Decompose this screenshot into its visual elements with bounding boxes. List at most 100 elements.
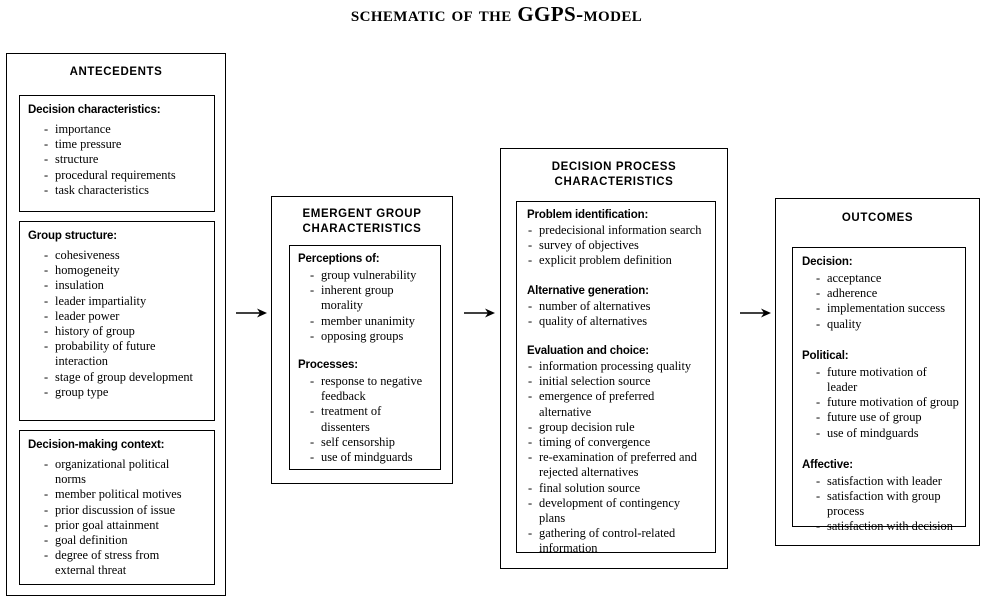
arrow-decision-process-to-outcomes bbox=[740, 306, 772, 320]
list-item: task characteristics bbox=[44, 183, 214, 198]
group-heading-decision: Decision: bbox=[802, 256, 853, 268]
list-item: satisfaction with leader bbox=[816, 474, 965, 489]
list-evaluation-and-choice: information processing quality initial s… bbox=[528, 359, 715, 557]
group-heading-political: Political: bbox=[802, 349, 849, 362]
box-group-structure: Group structure: cohesiveness homogeneit… bbox=[19, 221, 215, 421]
list-item: gathering of control-related information bbox=[528, 526, 715, 556]
group-spacer bbox=[290, 344, 440, 352]
page-title-prefix: Schematic of the bbox=[350, 2, 518, 26]
column-antecedents: ANTECEDENTS Decision characteristics: im… bbox=[6, 53, 226, 596]
column-outcomes: OUTCOMES Decision: acceptance adherence … bbox=[775, 198, 980, 546]
group-spacer bbox=[517, 329, 715, 338]
list-item: member unanimity bbox=[310, 314, 440, 329]
column-title-emergent-group-characteristics: EMERGENT GROUP CHARACTERISTICS bbox=[272, 207, 452, 237]
column-title-decision-process-characteristics: DECISION PROCESS CHARACTERISTICS bbox=[501, 160, 727, 190]
list-item: emergence of preferred alternative bbox=[528, 389, 715, 419]
list-item: initial selection source bbox=[528, 374, 715, 389]
list-item: member political motives bbox=[44, 487, 214, 502]
list-item: inherent group morality bbox=[310, 283, 440, 313]
list-item: insulation bbox=[44, 278, 214, 293]
list-item: use of mindguards bbox=[816, 426, 965, 441]
list-item: cohesiveness bbox=[44, 248, 214, 263]
list-problem-identification: predecisional information search survey … bbox=[528, 223, 715, 269]
group-heading-processes: Processes: bbox=[298, 359, 358, 372]
list-item: structure bbox=[44, 152, 214, 167]
box-outcomes-details: Decision: acceptance adherence implement… bbox=[792, 247, 966, 535]
list-item: organizational political norms bbox=[44, 457, 214, 487]
box-decision-characteristics: Decision characteristics: importance tim… bbox=[19, 95, 215, 212]
list-item: future use of group bbox=[816, 410, 965, 425]
list-item: treatment of dissenters bbox=[310, 404, 440, 434]
list-item: re-examination of preferred and rejected… bbox=[528, 450, 715, 480]
column-title-line-1: DECISION PROCESS bbox=[551, 161, 677, 173]
page-title-keyword: GGPS bbox=[517, 2, 577, 26]
list-item: future motivation of group bbox=[816, 395, 965, 410]
list-item: survey of objectives bbox=[528, 238, 715, 253]
box-emergent-characteristics: Perceptions of: group vulnerability inhe… bbox=[289, 245, 441, 470]
group-spacer bbox=[517, 269, 715, 278]
list-item: quality bbox=[816, 317, 965, 332]
list-item: degree of stress from external threat bbox=[44, 548, 214, 578]
list-item: future motivation of leader bbox=[816, 365, 965, 395]
column-title-outcomes: OUTCOMES bbox=[841, 212, 914, 224]
group-heading-affective: Affective: bbox=[802, 458, 853, 471]
list-item: quality of alternatives bbox=[528, 314, 715, 329]
list-item: importance bbox=[44, 122, 214, 137]
list-item: group type bbox=[44, 385, 214, 400]
list-affective-outcomes: satisfaction with leader satisfaction wi… bbox=[816, 474, 965, 535]
list-item: opposing groups bbox=[310, 329, 440, 344]
list-item: time pressure bbox=[44, 137, 214, 152]
group-heading-decision-characteristics: Decision characteristics: bbox=[28, 104, 161, 116]
list-political-outcomes: future motivation of leader future motiv… bbox=[816, 365, 965, 441]
list-item: implementation success bbox=[816, 301, 965, 316]
list-item: explicit problem definition bbox=[528, 253, 715, 268]
list-item: response to negative feedback bbox=[310, 374, 440, 404]
list-alternative-generation: number of alternatives quality of altern… bbox=[528, 299, 715, 330]
list-decision-characteristics: importance time pressure structure proce… bbox=[44, 122, 214, 198]
list-item: prior goal attainment bbox=[44, 518, 214, 533]
column-title-line-2: CHARACTERISTICS bbox=[554, 176, 674, 188]
list-item: information processing quality bbox=[528, 359, 715, 374]
page-title: Schematic of the GGPS-model bbox=[0, 2, 993, 27]
group-heading-perceptions-of: Perceptions of: bbox=[298, 253, 380, 265]
list-item: group decision rule bbox=[528, 420, 715, 435]
arrow-emergent-to-decision-process bbox=[464, 306, 496, 320]
list-item: satisfaction with group process bbox=[816, 489, 965, 519]
column-title-line-2: CHARACTERISTICS bbox=[302, 223, 422, 235]
list-item: homogeneity bbox=[44, 263, 214, 278]
column-decision-process-characteristics: DECISION PROCESS CHARACTERISTICS Problem… bbox=[500, 148, 728, 569]
arrow-antecedents-to-emergent bbox=[236, 306, 268, 320]
list-item: number of alternatives bbox=[528, 299, 715, 314]
list-item: leader power bbox=[44, 309, 214, 324]
list-item: stage of group development bbox=[44, 370, 214, 385]
group-spacer bbox=[793, 441, 965, 451]
box-decision-process-details: Problem identification: predecisional in… bbox=[516, 201, 716, 555]
group-heading-decision-making-context: Decision-making context: bbox=[28, 439, 165, 451]
list-decision-outcomes: acceptance adherence implementation succ… bbox=[816, 271, 965, 332]
page-title-suffix: -model bbox=[576, 2, 643, 26]
list-item: timing of convergence bbox=[528, 435, 715, 450]
group-heading-alternative-generation: Alternative generation: bbox=[527, 284, 649, 297]
group-heading-evaluation-and-choice: Evaluation and choice: bbox=[527, 345, 649, 358]
list-item: goal definition bbox=[44, 533, 214, 548]
list-perceptions-of: group vulnerability inherent group moral… bbox=[310, 268, 440, 344]
column-title-line-1: EMERGENT GROUP bbox=[302, 208, 422, 220]
list-item: final solution source bbox=[528, 481, 715, 496]
list-item: prior discussion of issue bbox=[44, 503, 214, 518]
list-item: leader impartiality bbox=[44, 294, 214, 309]
list-decision-making-context: organizational political norms member po… bbox=[44, 457, 214, 579]
list-item: adherence bbox=[816, 286, 965, 301]
list-item: history of group bbox=[44, 324, 214, 339]
list-item: acceptance bbox=[816, 271, 965, 286]
list-item: procedural requirements bbox=[44, 168, 214, 183]
list-item: group vulnerability bbox=[310, 268, 440, 283]
group-heading-group-structure: Group structure: bbox=[28, 230, 117, 242]
list-group-structure: cohesiveness homogeneity insulation lead… bbox=[44, 248, 214, 400]
list-item: self censorship bbox=[310, 435, 440, 450]
list-processes: response to negative feedback treatment … bbox=[310, 374, 440, 465]
list-item: use of mindguards bbox=[310, 450, 440, 465]
list-item: predecisional information search bbox=[528, 223, 715, 238]
box-decision-making-context: Decision-making context: organizational … bbox=[19, 430, 215, 585]
column-title-antecedents: ANTECEDENTS bbox=[69, 66, 163, 78]
column-emergent-group-characteristics: EMERGENT GROUP CHARACTERISTICS Perceptio… bbox=[271, 196, 453, 484]
